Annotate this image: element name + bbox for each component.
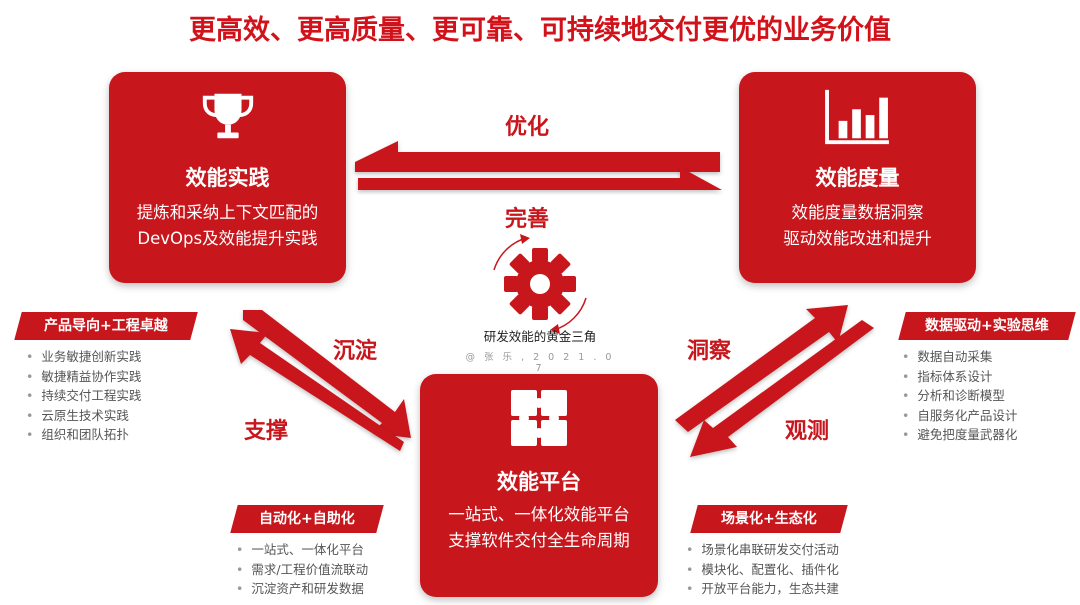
list-item: 自服务化产品设计 (902, 406, 1017, 426)
tag-bottom-right: 场景化+生态化 (690, 505, 848, 533)
gear-icon (493, 234, 587, 334)
tag-bottom-left-label: 自动化+自助化 (259, 511, 355, 527)
tag-right-label: 数据驱动+实验思维 (925, 318, 1049, 334)
page-title: 更高效、更高质量、更可靠、可持续地交付更优的业务价值 (189, 15, 891, 46)
list-left: 业务敏捷创新实践 敏捷精益协作实践 持续交付工程实践 云原生技术实践 组织和团队… (26, 347, 141, 445)
list-item: 指标体系设计 (902, 367, 1017, 387)
bar-chart-icon (825, 89, 889, 145)
measure-title: 效能度量 (815, 166, 900, 190)
practice-title: 效能实践 (185, 166, 270, 190)
practice-box: 效能实践 提炼和采纳上下文匹配的 DevOps及效能提升实践 (109, 72, 346, 283)
platform-box: 效能平台 一站式、一体化效能平台 支撑软件交付全生命周期 (420, 374, 658, 597)
platform-title: 效能平台 (497, 470, 581, 494)
practice-desc-2: DevOps及效能提升实践 (137, 229, 318, 248)
list-item: 业务敏捷创新实践 (26, 347, 141, 367)
center-credit: @ 张 乐 , 2 0 2 1 . 0 7 (465, 352, 615, 374)
list-item: 场景化串联研发交付活动 (686, 540, 839, 560)
list-item: 持续交付工程实践 (26, 386, 141, 406)
platform-desc-1: 一站式、一体化效能平台 (448, 505, 630, 524)
tag-bottom-left: 自动化+自助化 (230, 505, 384, 533)
platform-desc-2: 支撑软件交付全生命周期 (448, 531, 630, 550)
list-item: 组织和团队拓扑 (26, 425, 141, 445)
flow-label-observe: 观测 (785, 419, 830, 444)
measure-desc-2: 驱动效能改进和提升 (783, 229, 932, 248)
flow-label-settle: 沉淀 (333, 339, 378, 364)
list-bottom-right: 场景化串联研发交付活动 模块化、配置化、插件化 开放平台能力，生态共建 (686, 540, 839, 599)
arrow-settle (243, 310, 411, 438)
arrow-support (230, 329, 404, 451)
list-bottom-left: 一站式、一体化平台 需求/工程价值流联动 沉淀资产和研发数据 (236, 540, 368, 599)
tag-left-label: 产品导向+工程卓越 (44, 318, 168, 334)
puzzle-icon (511, 390, 567, 446)
tag-right: 数据驱动+实验思维 (898, 312, 1076, 340)
flow-label-optimize: 优化 (505, 115, 550, 140)
trophy-icon (202, 93, 254, 139)
arrow-optimize (355, 141, 720, 172)
list-item: 避免把度量武器化 (902, 425, 1017, 445)
center-caption: 研发效能的黄金三角 (483, 329, 597, 344)
flow-label-insight: 洞察 (687, 339, 732, 364)
list-item: 云原生技术实践 (26, 406, 141, 426)
flow-label-improve: 完善 (505, 207, 550, 232)
practice-desc-1: 提炼和采纳上下文匹配的 (136, 203, 319, 222)
list-item: 模块化、配置化、插件化 (686, 560, 839, 580)
measure-box: 效能度量 效能度量数据洞察 驱动效能改进和提升 (739, 72, 976, 283)
list-item: 分析和诊断模型 (902, 386, 1017, 406)
tag-left: 产品导向+工程卓越 (14, 312, 198, 340)
list-right: 数据自动采集 指标体系设计 分析和诊断模型 自服务化产品设计 避免把度量武器化 (902, 347, 1017, 445)
measure-desc-1: 效能度量数据洞察 (791, 203, 924, 222)
list-item: 沉淀资产和研发数据 (236, 579, 368, 599)
tag-bottom-right-label: 场景化+生态化 (721, 511, 817, 527)
arrow-observe (690, 320, 874, 457)
list-item: 开放平台能力，生态共建 (686, 579, 839, 599)
list-item: 一站式、一体化平台 (236, 540, 368, 560)
list-item: 敏捷精益协作实践 (26, 367, 141, 387)
arrow-improve (358, 167, 722, 190)
list-item: 数据自动采集 (902, 347, 1017, 367)
list-item: 需求/工程价值流联动 (236, 560, 368, 580)
arrow-insight (675, 305, 848, 432)
flow-label-support: 支撑 (244, 419, 289, 444)
